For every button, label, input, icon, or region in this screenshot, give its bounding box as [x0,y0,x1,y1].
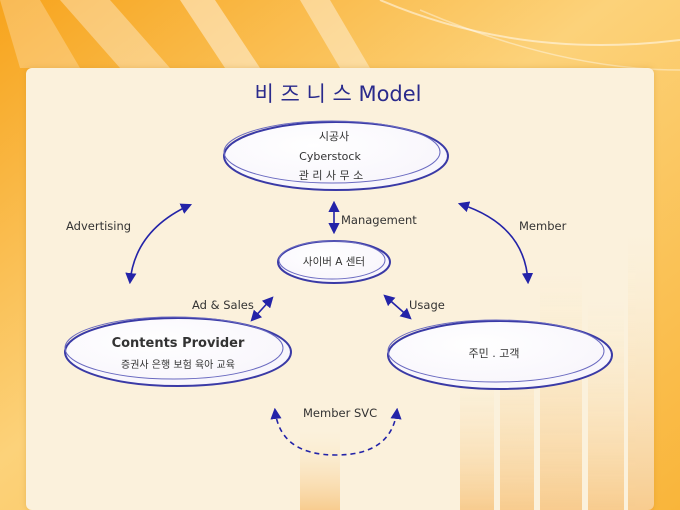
member-arrow [457,201,534,285]
top-node-line-1: 시공사 [319,130,349,143]
ad-sales-label: Ad & Sales [192,298,254,312]
advertising-label: Advertising [66,219,131,233]
management-label: Management [341,213,417,227]
center-node: 사이버 A 센터 [277,240,391,284]
right-node-label: 주민 . 고객 [469,347,520,360]
right-node: 주민 . 고객 [387,319,613,390]
ad-sales-arrow [250,296,274,322]
page-title: 비 즈 니 스 Model [254,82,421,106]
left-node-subtitle: 증권사 은행 보험 육아 교육 [121,359,235,371]
top-node-line-2: Cyberstock [299,150,361,163]
top-node-line-3: 관 리 사 무 소 [299,169,364,182]
member-svc-label: Member SVC [303,406,377,420]
member-svc-arrow [270,407,402,456]
center-node-label: 사이버 A 센터 [303,256,365,268]
top-node: 시공사 Cyberstock 관 리 사 무 소 [223,120,449,191]
usage-label: Usage [409,298,445,312]
member-label: Member [519,219,567,233]
left-node: Contents Provider 증권사 은행 보험 육아 교육 [64,316,292,387]
advertising-arrow [125,203,193,285]
usage-arrow [383,294,412,320]
left-node-title: Contents Provider [112,336,245,351]
